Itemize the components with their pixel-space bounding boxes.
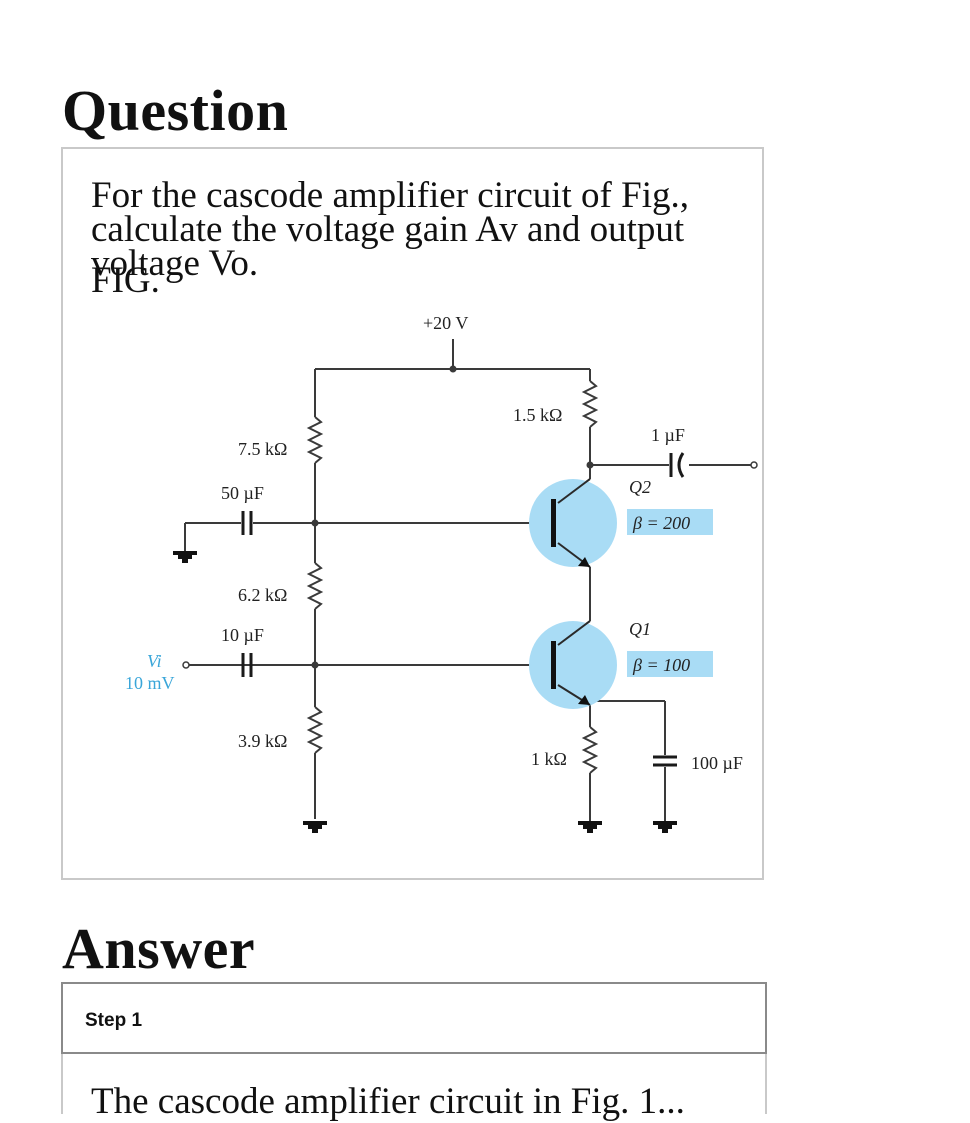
c-base-top-label: 50 µF (221, 483, 264, 503)
q1-name: Q1 (629, 619, 651, 639)
r3-label: 3.9 kΩ (238, 731, 287, 751)
answer-heading: Answer (62, 916, 256, 981)
step-header[interactable]: Step 1 (61, 982, 767, 1054)
answer-text: The cascode amplifier circuit in Fig. 1.… (91, 1081, 685, 1122)
c-out-label: 1 µF (651, 425, 685, 445)
cascode-circuit-diagram: +20 V 1.5 kΩ 7.5 kΩ 50 µF 6.2 kΩ 10 µF 3… (125, 313, 758, 833)
rc-label: 1.5 kΩ (513, 405, 562, 425)
question-card: For the cascode amplifier circuit of Fig… (61, 147, 764, 880)
question-text: For the cascode amplifier circuit of Fig… (91, 175, 689, 284)
vi-label: Vi (147, 651, 162, 671)
figure-label: FIG. (91, 260, 160, 301)
re-label: 1 kΩ (531, 749, 567, 769)
answer-body: The cascode amplifier circuit in Fig. 1.… (61, 1054, 767, 1122)
r1-label: 7.5 kΩ (238, 439, 287, 459)
vi-value: 10 mV (125, 673, 175, 693)
c-in-label: 10 µF (221, 625, 264, 645)
q1-beta: β = 100 (632, 655, 690, 675)
step-label: Step 1 (85, 1010, 143, 1031)
question-heading: Question (62, 78, 289, 143)
q2-name: Q2 (629, 477, 651, 497)
q2-beta: β = 200 (632, 513, 690, 533)
r2-label: 6.2 kΩ (238, 585, 287, 605)
supply-label: +20 V (423, 313, 468, 333)
c-e-label: 100 µF (691, 753, 743, 773)
